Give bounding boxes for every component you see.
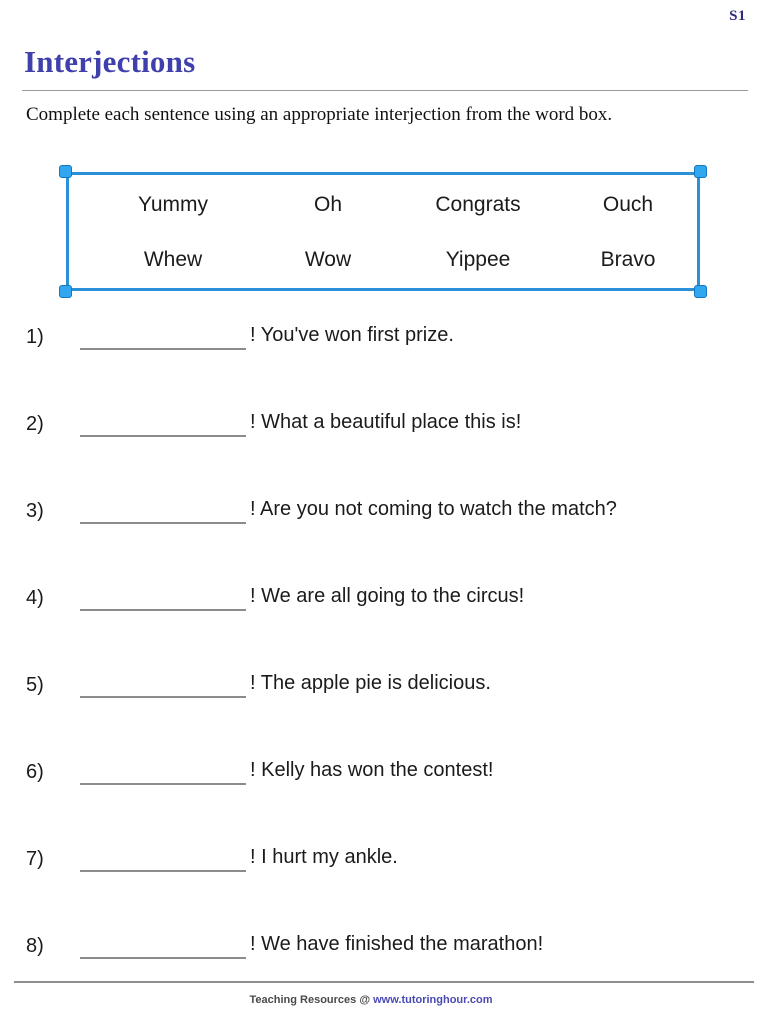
question-text: ! We have finished the marathon!: [250, 933, 544, 955]
question-row: 3) ! Are you not coming to watch the mat…: [0, 492, 768, 579]
answer-blank[interactable]: [80, 435, 246, 437]
question-row: 7) ! I hurt my ankle.: [0, 840, 768, 927]
word-item[interactable]: Yippee: [445, 247, 511, 271]
question-row: 1) ! You've won first prize.: [0, 318, 768, 405]
word-box-row: Yummy Oh Congrats Ouch: [66, 193, 700, 217]
footer-url[interactable]: www.tutoringhour.com: [373, 994, 493, 1006]
page-title: Interjections: [24, 44, 196, 79]
question-number: 7): [26, 848, 44, 870]
word-box-row: Whew Wow Yippee Bravo: [66, 248, 700, 272]
word-item[interactable]: Ouch: [602, 193, 654, 217]
question-row: 6) ! Kelly has won the contest!: [0, 753, 768, 840]
question-number: 3): [26, 500, 44, 522]
word-box[interactable]: Yummy Oh Congrats Ouch Whew Wow Yippee B…: [59, 165, 707, 298]
answer-blank[interactable]: [80, 870, 246, 872]
word-item[interactable]: Yummy: [137, 193, 208, 217]
question-number: 8): [26, 935, 44, 957]
answer-blank[interactable]: [80, 957, 246, 959]
question-text: ! The apple pie is delicious.: [250, 672, 491, 694]
question-text: ! You've won first prize.: [250, 324, 454, 346]
answer-blank[interactable]: [80, 348, 246, 350]
question-number: 5): [26, 674, 44, 696]
footer-divider: [14, 981, 754, 983]
word-item[interactable]: Whew: [143, 247, 203, 271]
question-text: ! Kelly has won the contest!: [250, 759, 494, 781]
question-row: 5) ! The apple pie is delicious.: [0, 666, 768, 753]
footer: Teaching Resources @ www.tutoringhour.co…: [0, 994, 768, 1006]
word-item[interactable]: Congrats: [435, 193, 521, 217]
footer-prefix: Teaching Resources @: [249, 994, 374, 1006]
instruction-text: Complete each sentence using an appropri…: [26, 104, 613, 125]
question-number: 2): [26, 413, 44, 435]
resize-handle-top-right[interactable]: [694, 165, 707, 178]
word-box-content: Yummy Oh Congrats Ouch Whew Wow Yippee B…: [66, 172, 700, 291]
word-item[interactable]: Wow: [304, 247, 352, 271]
resize-handle-bottom-left[interactable]: [59, 285, 72, 298]
answer-blank[interactable]: [80, 783, 246, 785]
question-text: ! What a beautiful place this is!: [250, 411, 522, 433]
word-item[interactable]: Bravo: [600, 247, 656, 271]
question-text: ! Are you not coming to watch the match?: [250, 498, 617, 520]
answer-blank[interactable]: [80, 696, 246, 698]
question-number: 4): [26, 587, 44, 609]
page-code: S1: [729, 8, 746, 24]
answer-blank[interactable]: [80, 522, 246, 524]
question-text: ! We are all going to the circus!: [250, 585, 525, 607]
question-number: 1): [26, 326, 44, 348]
question-number: 6): [26, 761, 44, 783]
word-box-border: [66, 172, 700, 291]
title-divider: [22, 90, 748, 91]
question-row: 4) ! We are all going to the circus!: [0, 579, 768, 666]
question-row: 2) ! What a beautiful place this is!: [0, 405, 768, 492]
question-row: 8) ! We have finished the marathon!: [0, 927, 768, 1014]
word-item[interactable]: Oh: [313, 193, 342, 217]
question-list: 1) ! You've won first prize. 2) ! What a…: [0, 318, 768, 1014]
resize-handle-top-left[interactable]: [59, 165, 72, 178]
question-text: ! I hurt my ankle.: [250, 846, 398, 868]
answer-blank[interactable]: [80, 609, 246, 611]
resize-handle-bottom-right[interactable]: [694, 285, 707, 298]
